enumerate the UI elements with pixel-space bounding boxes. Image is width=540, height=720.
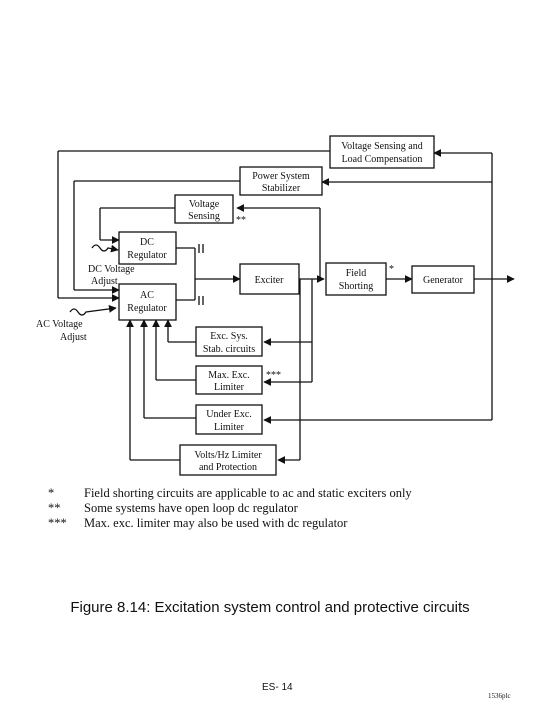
block-label-line-1: Volts/Hz Limiter	[194, 450, 262, 461]
footnote: * Field shorting circuits are applicable…	[48, 486, 518, 501]
footnotes: * Field shorting circuits are applicable…	[48, 486, 518, 531]
block-label-line-1: Voltage Sensing and	[341, 141, 422, 152]
figure-caption-label: Figure 8.14:	[70, 599, 151, 616]
block-label-line-2: Load Compensation	[342, 154, 423, 165]
block-label-line-2: and Protection	[199, 462, 257, 473]
block-volts-hz-limiter-protection: Volts/Hz Limiter and Protection	[179, 444, 277, 476]
block-under-exc-limiter: Under Exc. Limiter	[195, 404, 263, 435]
block-label-line-2: Limiter	[214, 382, 245, 393]
footnote-mark: **	[48, 501, 61, 515]
dc-voltage-adjust-label-line-1: DC Voltage	[88, 264, 135, 275]
block-label-line-2: Stabilizer	[262, 183, 301, 194]
block-label-line-1: Power System	[252, 171, 310, 182]
block-dc-regulator: DC Regulator	[118, 231, 177, 265]
block-label: Exciter	[255, 275, 285, 286]
max-exc-footnote-mark: ***	[266, 370, 281, 381]
block-ac-regulator: AC Regulator	[118, 283, 177, 321]
block-label-line-2: Regulator	[127, 250, 167, 261]
ac-voltage-adjust-label-line-2: Adjust	[60, 332, 87, 343]
block-voltage-sensing-load-compensation: Voltage Sensing and Load Compensation	[329, 135, 435, 169]
footnote-text: Some systems have open loop dc regulator	[84, 501, 298, 515]
block-label-line-2: Sensing	[188, 211, 220, 222]
block-voltage-sensing: Voltage Sensing	[174, 194, 234, 224]
block-field-shorting: Field Shorting	[325, 262, 387, 296]
block-label-line-1: Under Exc.	[206, 409, 252, 420]
block-label-line-1: AC	[140, 290, 154, 301]
block-label-line-1: DC	[140, 237, 154, 248]
block-label-line-2: Stab. circuits	[203, 344, 255, 355]
block-exc-sys-stab-circuits: Exc. Sys. Stab. circuits	[195, 326, 263, 357]
block-label-line-1: Exc. Sys.	[210, 331, 248, 342]
field-shorting-footnote-mark: *	[389, 264, 394, 275]
figure-caption: Figure 8.14: Excitation system control a…	[0, 597, 540, 619]
block-label-line-2: Limiter	[214, 422, 245, 433]
block-label-line-1: Max. Exc.	[208, 370, 249, 381]
block-exciter: Exciter	[239, 263, 300, 295]
block-max-exc-limiter: Max. Exc. Limiter	[195, 365, 263, 395]
ac-voltage-adjust-label-line-1: AC Voltage	[36, 319, 83, 330]
footnote-text: Field shorting circuits are applicable t…	[84, 486, 412, 500]
voltage-sensing-footnote-mark: **	[236, 215, 246, 226]
footnote: *** Max. exc. limiter may also be used w…	[48, 516, 518, 531]
footnote-mark: ***	[48, 516, 67, 530]
dc-voltage-adjust-label-line-2: Adjust	[91, 276, 118, 287]
block-label-line-1: Field	[346, 268, 367, 279]
block-label-line-2: Regulator	[127, 303, 167, 314]
block-label-line-1: Voltage	[189, 199, 220, 210]
block-generator: Generator	[411, 265, 475, 294]
block-power-system-stabilizer: Power System Stabilizer	[239, 166, 323, 196]
corner-mark: 1536plc	[488, 692, 511, 700]
footnote-text: Max. exc. limiter may also be used with …	[84, 516, 348, 530]
footnote: ** Some systems have open loop dc regula…	[48, 501, 518, 516]
block-label: Generator	[423, 275, 464, 286]
figure-caption-text: Excitation system control and protective…	[154, 599, 470, 616]
page-footer: ES- 14	[262, 682, 293, 693]
footnote-mark: *	[48, 486, 55, 500]
block-label-line-2: Shorting	[339, 281, 373, 292]
connection-lines	[57, 149, 515, 464]
